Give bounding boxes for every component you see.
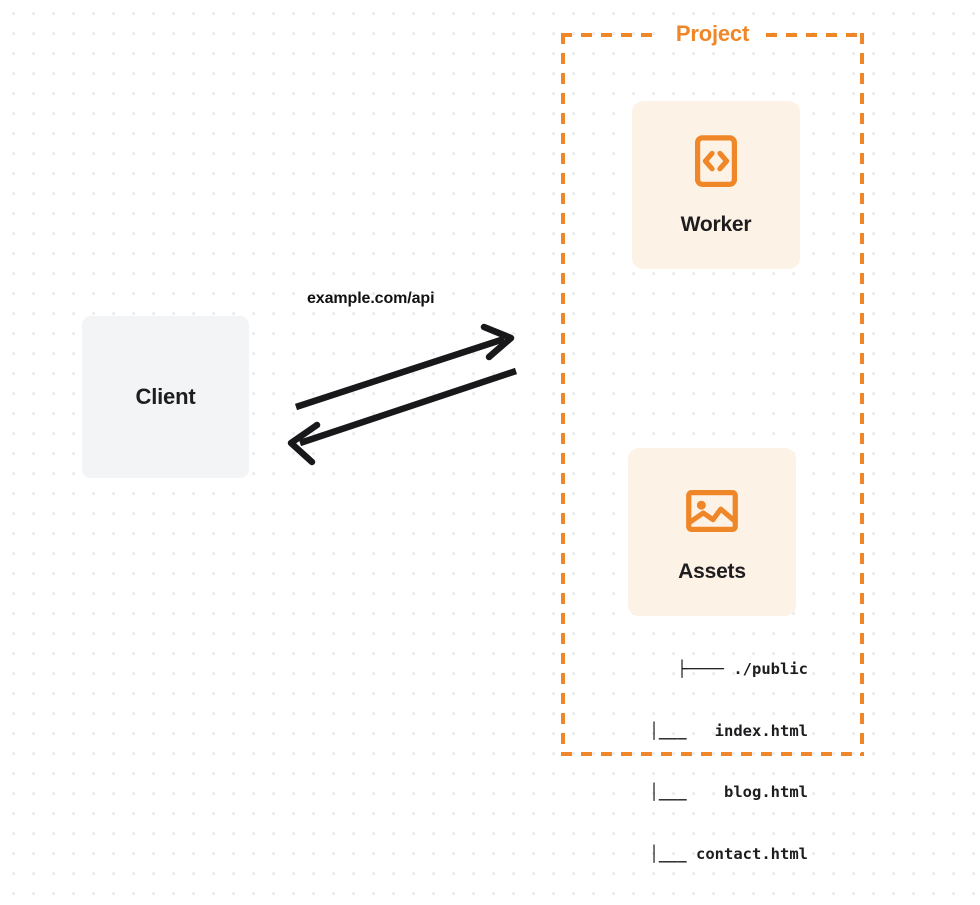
client-node[interactable]: Client [82,316,249,478]
file-tree-line: ├──── ./public [677,660,808,678]
project-border-right [860,33,864,756]
file-tree-line: │___ contact.html [649,844,808,863]
project-border-left [561,33,565,756]
project-border-top-left [561,33,659,37]
diagram-canvas: Client example.com/api Project [82,21,864,863]
file-tree: ├──── ./public │___ index.html │___ blog… [608,618,808,905]
project-border-top-right [766,33,864,37]
code-brackets-icon [694,135,738,187]
image-icon [686,489,738,533]
worker-card-label: Worker [680,213,752,236]
assets-card-label: Assets [678,560,746,583]
file-tree-line: │___ index.html [649,721,808,740]
connection-label: example.com/api [307,290,435,307]
request-arrow [294,323,515,411]
file-tree-line: │___ blog.html [649,783,808,801]
worker-card[interactable]: Worker [632,101,800,269]
response-arrow [287,367,518,466]
client-node-label: Client [135,384,196,409]
project-border-bottom [561,752,864,756]
project-container[interactable]: Project Worker Assets [561,21,864,756]
project-title: Project [669,21,756,47]
assets-card[interactable]: Assets [628,448,796,616]
